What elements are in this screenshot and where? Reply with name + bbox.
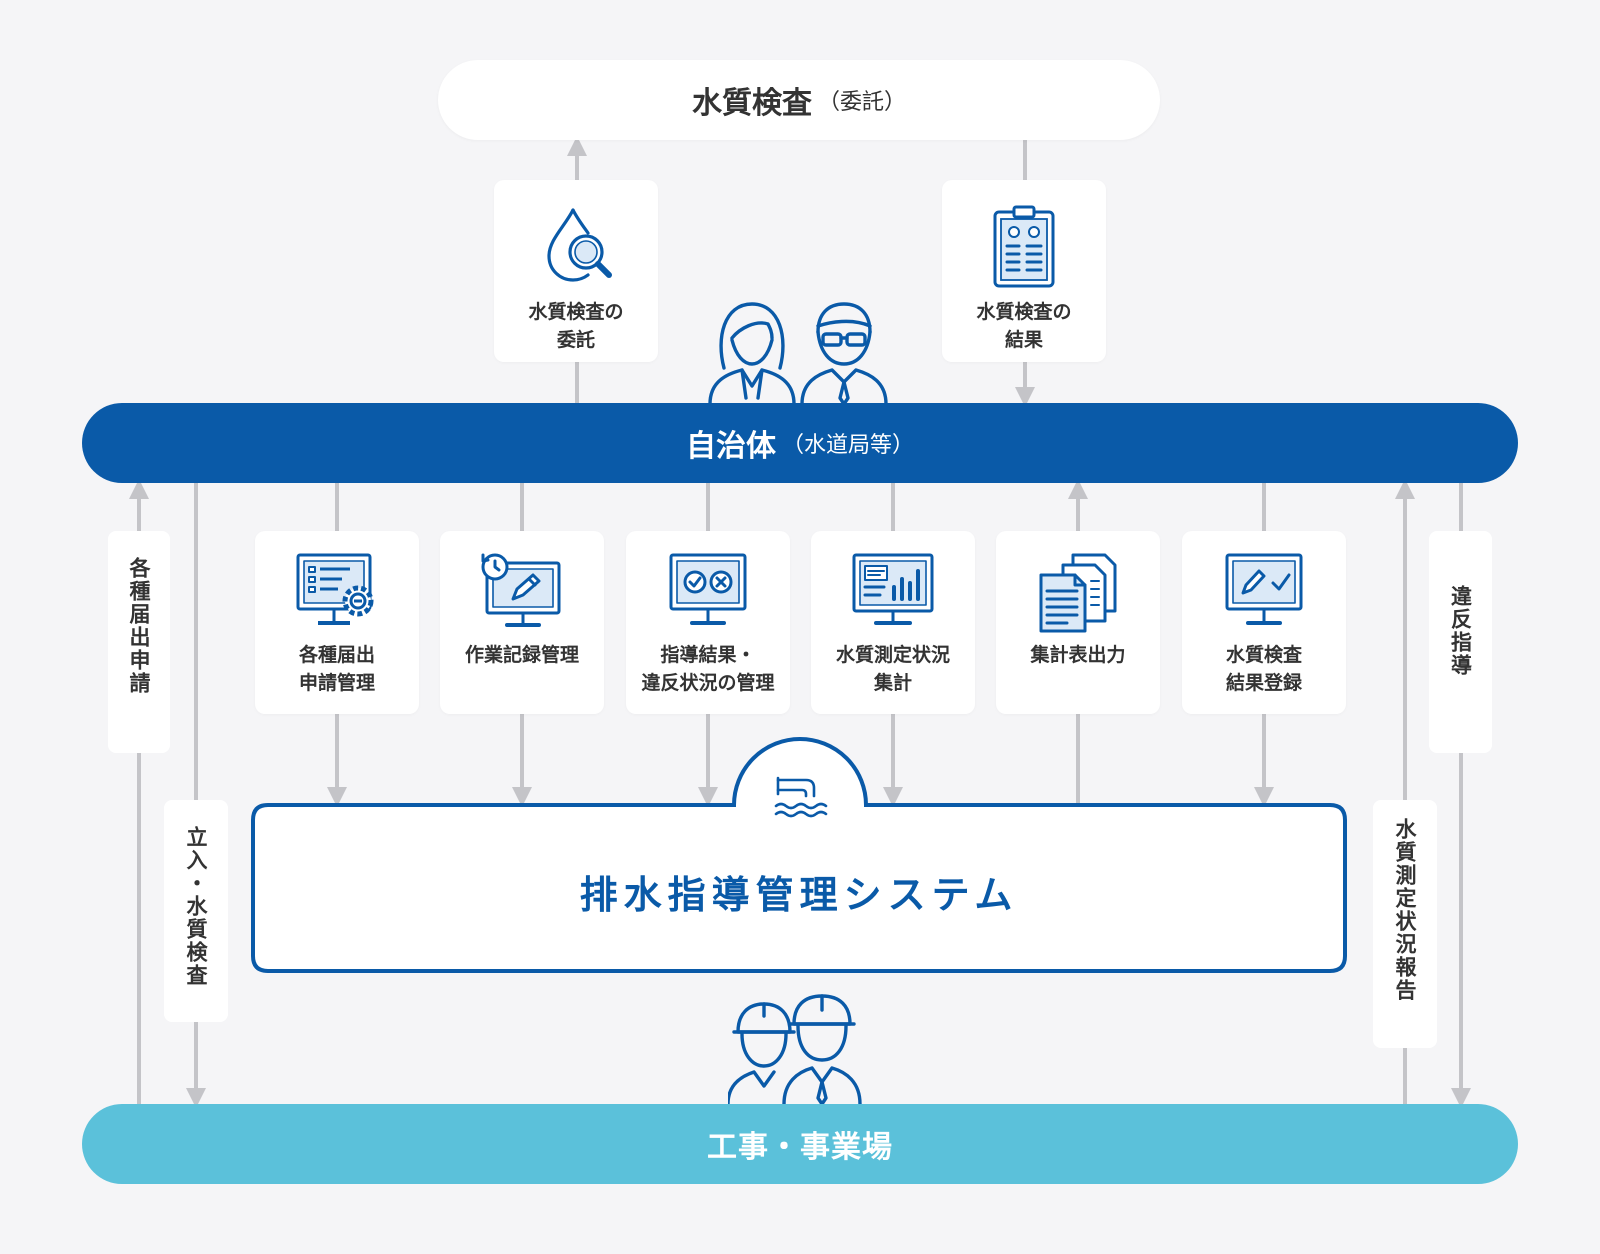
- guidance-label: 違反指導: [1448, 585, 1473, 677]
- site-workers-icon: [728, 994, 862, 1106]
- water-drop-magnifier-icon: [547, 208, 612, 282]
- water-inspection-title: 水質検査: [691, 86, 812, 121]
- government-bar: 自治体（水道局等）: [82, 403, 1518, 483]
- applications-label-box: 各種届出申請: [108, 531, 170, 753]
- mid-card-output: 集計表出力: [996, 531, 1160, 714]
- mid-card-measurement-label: 水質測定状況 集計: [835, 644, 950, 694]
- mid-card-work-log: 作業記録管理: [440, 531, 604, 714]
- monitor-chart-icon: [852, 553, 934, 625]
- mid-card-output-label: 集計表出力: [1030, 644, 1126, 666]
- guidance-label-box: 違反指導: [1429, 531, 1492, 753]
- mid-card-applications-label: 各種届出 申請管理: [298, 644, 375, 694]
- inspection-label-box: 立入・水質検査: [164, 800, 228, 1022]
- inspection-label: 立入・水質検査: [184, 826, 208, 987]
- government-sub: （水道局等）: [781, 433, 914, 458]
- site-title: 工事・事業場: [707, 1130, 893, 1165]
- mid-card-applications: 各種届出 申請管理: [255, 531, 419, 714]
- consign-card: 水質検査の 委託: [494, 180, 658, 362]
- monitor-pencil-clock-icon: [481, 553, 561, 627]
- mid-card-measurement: 水質測定状況 集計: [811, 531, 975, 714]
- result-card: 水質検査の 結果: [942, 180, 1106, 362]
- water-inspection-sub: （委託）: [817, 90, 906, 115]
- monitor-check-cross-icon: [669, 553, 747, 625]
- result-card-label: 水質検査の 結果: [976, 301, 1072, 351]
- consign-card-label: 水質検査の 委託: [528, 301, 624, 351]
- site-bar: 工事・事業場: [82, 1104, 1518, 1184]
- wastewater-system-box: 排水指導管理システム: [253, 803, 1345, 971]
- report-label-box: 水質測定状況報告: [1373, 800, 1437, 1048]
- mid-card-work-log-label: 作業記録管理: [464, 644, 579, 666]
- system-title: 排水指導管理システム: [579, 872, 1019, 917]
- mid-card-guidance-label: 指導結果・ 違反状況の管理: [641, 644, 775, 694]
- clipboard-checklist-icon: [993, 205, 1055, 288]
- water-inspection-pill: 水質検査（委託）: [438, 60, 1160, 140]
- monitor-list-gear-icon: [296, 553, 374, 625]
- applications-label: 各種届出申請: [127, 557, 151, 695]
- documents-icon: [1039, 553, 1117, 633]
- mid-card-result-entry-label: 水質検査 結果登録: [1225, 644, 1302, 694]
- government-title: 自治体: [685, 429, 776, 464]
- report-label: 水質測定状況報告: [1393, 818, 1417, 1002]
- drain-pipe-icon: [774, 776, 828, 818]
- mid-card-guidance: 指導結果・ 違反状況の管理: [626, 531, 790, 714]
- municipal-staff-icon: [708, 302, 888, 406]
- monitor-edit-check-icon: [1225, 553, 1303, 625]
- mid-card-result-entry: 水質検査 結果登録: [1182, 531, 1346, 714]
